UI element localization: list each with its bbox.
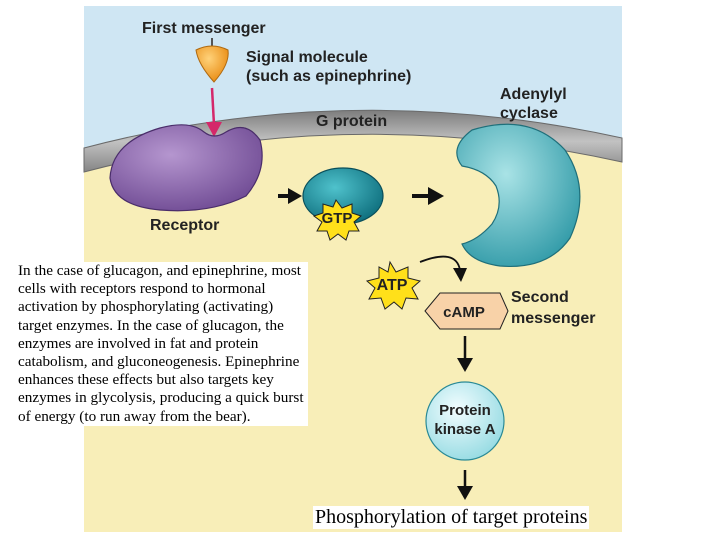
receptor-label: Receptor <box>150 217 219 234</box>
kinase-to-target-arrow <box>457 470 473 500</box>
camp-label: cAMP <box>443 304 485 321</box>
signal-molecule-label-line1: Signal molecule <box>246 49 368 66</box>
gtp-star <box>312 199 362 241</box>
atp-badge: ATP <box>365 260 422 310</box>
second-messenger-label-line1: Second <box>511 289 569 306</box>
explanatory-caption: In the case of glucagon, and epinephrine… <box>18 262 308 426</box>
gtp-label: GTP <box>322 210 353 227</box>
camp-production-arrow <box>419 255 467 282</box>
protein-kinase-label-line2: kinase A <box>434 421 495 438</box>
g-protein-label: G protein <box>316 113 387 130</box>
signal-molecule <box>195 38 229 83</box>
adenylyl-cyclase-label-line1: Adenylyl <box>500 86 567 103</box>
signal-molecule-shape <box>195 45 229 83</box>
first-messenger-label: First messenger <box>142 20 266 37</box>
phosphorylation-caption: Phosphorylation of target proteins <box>313 506 590 529</box>
camp-to-kinase-arrow <box>457 336 473 372</box>
camp-box: cAMP <box>424 292 509 330</box>
adenylyl-cyclase-shape <box>456 123 581 268</box>
atp-star <box>365 260 422 310</box>
second-messenger-label-line2: messenger <box>511 310 596 327</box>
protein-kinase-label-line1: Protein <box>439 402 491 419</box>
gtp-badge: GTP <box>312 199 362 241</box>
atp-label: ATP <box>377 277 408 294</box>
signal-molecule-label-line2: (such as epinephrine) <box>246 68 411 85</box>
adenylyl-cyclase-label-line2: cyclase <box>500 105 558 122</box>
binding-arrow <box>206 87 222 137</box>
activation-arrows <box>278 187 444 205</box>
protein-kinase-a-shape <box>425 381 505 461</box>
receptor-shape <box>109 124 263 212</box>
camp-box-shape <box>424 292 509 330</box>
